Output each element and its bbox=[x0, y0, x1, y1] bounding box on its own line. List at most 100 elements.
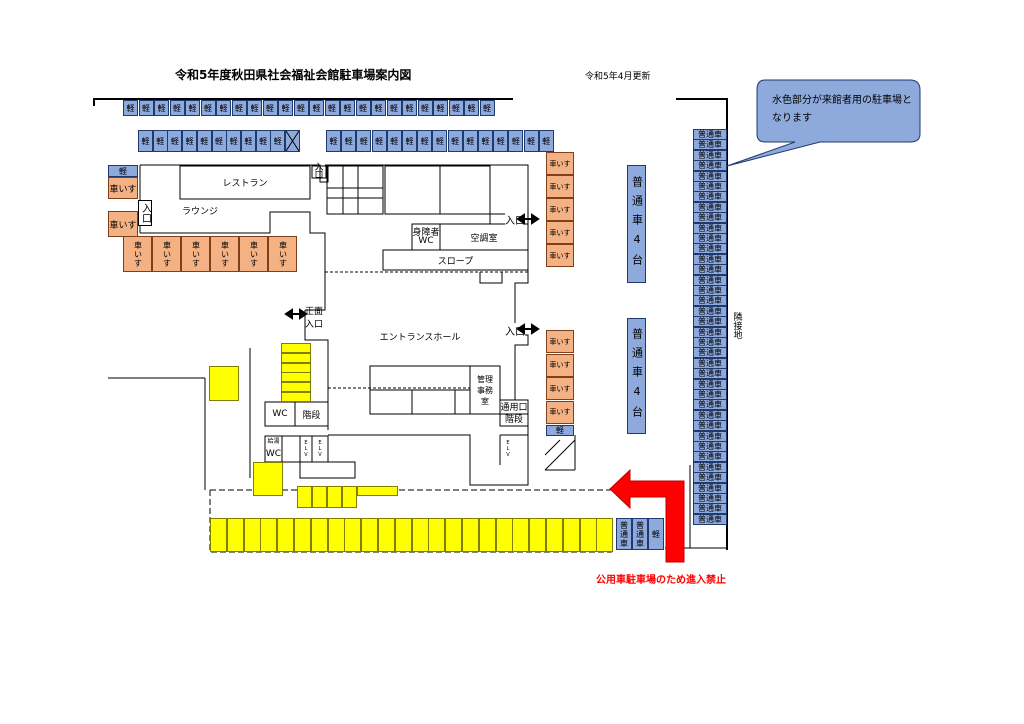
official-space bbox=[327, 486, 342, 508]
official-space bbox=[428, 518, 446, 552]
wheelchair-space: 車いす bbox=[152, 236, 181, 272]
stairs-label: 階段 bbox=[302, 410, 321, 421]
official-space bbox=[596, 518, 614, 552]
kei-space: 軽 bbox=[340, 100, 355, 116]
kei-space: 軽 bbox=[464, 100, 479, 116]
kei-space: 軽 bbox=[255, 130, 271, 152]
official-space bbox=[357, 486, 398, 496]
kei-space: 軽 bbox=[356, 130, 372, 152]
kei-space: 軽 bbox=[478, 130, 493, 152]
kei-space: 軽 bbox=[182, 130, 198, 152]
elv-label-1: E L V bbox=[304, 440, 308, 458]
kei-space: 軽 bbox=[200, 100, 216, 116]
official-space bbox=[445, 518, 463, 552]
small-wc-top-label: 給湯 bbox=[267, 438, 280, 445]
official-space bbox=[243, 518, 261, 552]
kei-space: 軽 bbox=[402, 130, 417, 152]
stairs-small-label: 階段 bbox=[504, 415, 523, 425]
kei-space: 軽 bbox=[309, 100, 324, 116]
official-space bbox=[310, 518, 328, 552]
kei-space: 軽 bbox=[262, 100, 278, 116]
wheelchair-space: 車いす bbox=[546, 221, 574, 244]
small-wc-label: WC bbox=[265, 449, 282, 459]
kei-space-left: 軽 bbox=[108, 165, 138, 177]
kei-space-right: 軽 bbox=[546, 425, 574, 436]
official-space bbox=[529, 518, 547, 552]
official-small-1 bbox=[253, 462, 283, 496]
boundary-line-right bbox=[726, 98, 728, 550]
wheelchair-space: 車いす bbox=[181, 236, 210, 272]
kei-bottom: 軽 bbox=[648, 518, 664, 550]
official-space bbox=[546, 518, 563, 552]
wheelchair-space: 車いす bbox=[546, 377, 574, 400]
futsusha-lot-upper: 普通車4台 bbox=[627, 165, 646, 283]
kei-space: 軽 bbox=[123, 100, 138, 116]
kei-space: 軽 bbox=[167, 130, 183, 152]
kei-space: 軽 bbox=[293, 100, 309, 116]
neighbor-lot-label: 隣接地 bbox=[731, 311, 742, 339]
kei-space: 軽 bbox=[185, 100, 200, 116]
kei-space: 軽 bbox=[479, 100, 495, 116]
official-space bbox=[226, 518, 244, 552]
kei-space: 軽 bbox=[341, 130, 357, 152]
official-space bbox=[297, 486, 312, 508]
kei-space: 軽 bbox=[196, 130, 212, 152]
official-space bbox=[478, 518, 496, 552]
kei-space: 軽 bbox=[447, 130, 463, 152]
official-space bbox=[260, 518, 278, 552]
futsusha-bottom-1: 普通車 bbox=[616, 518, 632, 550]
kei-space: 軽 bbox=[355, 100, 371, 116]
kei-space: 軽 bbox=[154, 100, 169, 116]
official-space bbox=[277, 518, 295, 552]
official-space bbox=[344, 518, 362, 552]
kei-space: 軽 bbox=[433, 100, 448, 116]
entrance-right-1-label: 入口 bbox=[505, 212, 525, 227]
kei-space: 軽 bbox=[278, 100, 293, 116]
disabled-wc-label: 身障者 WC bbox=[412, 228, 440, 246]
official-space bbox=[378, 518, 395, 552]
official-space bbox=[281, 362, 311, 373]
kei-space: 軽 bbox=[226, 130, 242, 152]
callout-text: 水色部分が来館者用の駐車場となります bbox=[772, 95, 912, 124]
official-space bbox=[411, 518, 429, 552]
elv-label-2: E L V bbox=[318, 440, 322, 458]
wheelchair-space: 車いす bbox=[546, 330, 574, 353]
official-space bbox=[562, 518, 580, 552]
futsusha-bottom-2: 普通車 bbox=[632, 518, 648, 550]
kei-space: 軽 bbox=[270, 130, 286, 152]
kei-space: 軽 bbox=[448, 100, 464, 116]
update-date: 令和5年4月更新 bbox=[585, 72, 651, 82]
wheelchair-space: 車いす bbox=[123, 236, 152, 272]
kei-space: 軽 bbox=[538, 130, 554, 152]
kei-space: 軽 bbox=[211, 130, 227, 152]
official-space bbox=[210, 518, 227, 552]
wheelchair-space: 車いす bbox=[546, 198, 574, 221]
kei-space: 軽 bbox=[432, 130, 448, 152]
kei-space: 軽 bbox=[152, 130, 168, 152]
wheelchair-space: 車いす bbox=[239, 236, 268, 272]
management-office-label: 管理 事務 室 bbox=[477, 374, 493, 406]
main-entrance-label: 正面 入口 bbox=[304, 307, 323, 330]
slope-label: スロープ bbox=[437, 256, 474, 267]
official-space bbox=[462, 518, 479, 552]
callout-bubble bbox=[726, 79, 921, 167]
service-entrance-label: 通用口 bbox=[500, 402, 528, 413]
official-space bbox=[281, 382, 311, 393]
official-space bbox=[579, 518, 597, 552]
wheelchair-space: 車いす bbox=[546, 152, 574, 175]
official-space bbox=[495, 518, 513, 552]
wheelchair-space: 車いす bbox=[546, 353, 574, 377]
boundary-line-top-left-tick bbox=[93, 98, 95, 106]
boundary-line-top bbox=[93, 98, 513, 100]
kei-space: 軽 bbox=[247, 100, 262, 116]
official-space bbox=[342, 486, 357, 508]
kei-space: 軽 bbox=[386, 130, 402, 152]
entrance-label-lounge: 入口 bbox=[138, 200, 152, 226]
kei-space: 軽 bbox=[508, 130, 524, 152]
official-space bbox=[281, 343, 311, 353]
official-space bbox=[361, 518, 379, 552]
wheelchair-space: 車いす bbox=[268, 236, 297, 272]
official-space bbox=[294, 518, 311, 552]
entrance-hall-label: エントランスホール bbox=[379, 332, 461, 343]
